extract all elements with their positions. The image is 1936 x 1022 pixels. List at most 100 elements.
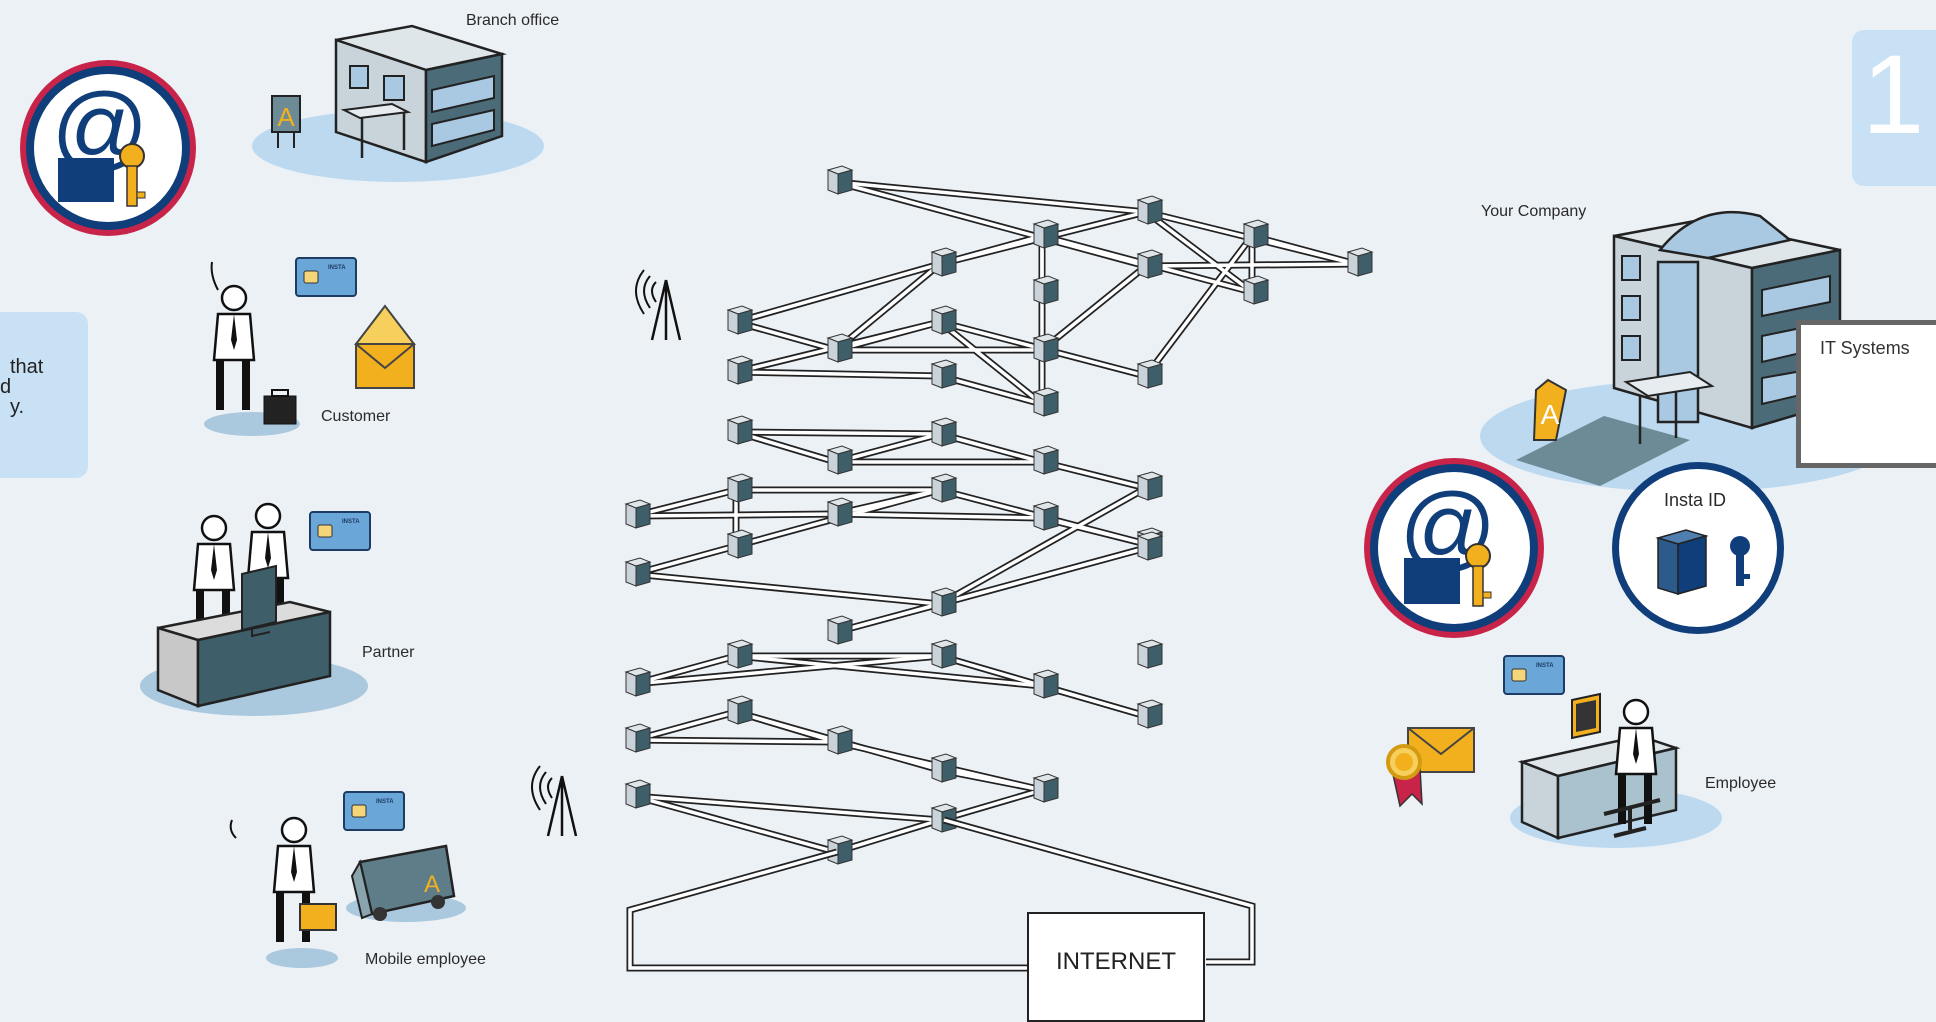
customer-label: Customer — [321, 408, 391, 425]
customer-figure — [204, 261, 300, 436]
network-link — [938, 768, 1044, 792]
network-link — [834, 180, 1148, 268]
step-number: 1 — [1862, 32, 1925, 157]
info-text-line: y. — [10, 396, 25, 418]
antenna-icon — [530, 764, 578, 838]
network-node — [625, 723, 651, 753]
employee-label: Employee — [1705, 775, 1777, 792]
network-link — [938, 432, 1044, 464]
network-node — [1137, 359, 1163, 389]
network-link — [632, 738, 838, 744]
network-node — [931, 305, 957, 335]
envelope-icon — [353, 304, 417, 389]
network-node — [827, 333, 853, 363]
network-node — [625, 557, 651, 587]
network-node — [625, 667, 651, 697]
info-callout-text: that d y. — [0, 357, 43, 417]
network-link — [834, 262, 942, 352]
antenna-icon — [634, 268, 682, 342]
branch-office-label: Branch office — [466, 12, 560, 29]
network-link — [632, 544, 738, 576]
network-node — [1033, 445, 1059, 475]
email-key-badge-icon: @ — [20, 60, 196, 236]
partner-figure — [140, 504, 368, 716]
network-node — [931, 587, 957, 617]
network-link — [938, 234, 1044, 266]
network-link — [1250, 234, 1358, 266]
network-node — [1033, 333, 1059, 363]
network-link — [834, 180, 1148, 214]
info-callout — [0, 312, 88, 478]
info-text-line: d — [0, 376, 12, 398]
network-link — [834, 546, 1148, 634]
network-link — [1040, 516, 1148, 546]
network-node — [1347, 247, 1373, 277]
svg-text:A: A — [277, 102, 295, 132]
network-node — [931, 473, 957, 503]
network-link — [632, 654, 942, 686]
network-node — [1243, 275, 1269, 305]
network-link — [632, 654, 738, 686]
network-node — [1033, 669, 1059, 699]
network-link — [632, 572, 942, 606]
network-node — [827, 165, 853, 195]
network-node — [727, 695, 753, 725]
svg-text:A: A — [1541, 399, 1560, 430]
network-node — [827, 497, 853, 527]
network-link — [1040, 684, 1148, 718]
your-company-label: Your Company — [1481, 203, 1587, 220]
partner-label: Partner — [362, 644, 415, 661]
network-node — [1243, 219, 1269, 249]
network-link — [632, 794, 942, 822]
smartcard-icon — [309, 511, 371, 551]
mobile-employee-label: Mobile employee — [365, 951, 486, 968]
network-node — [931, 359, 957, 389]
network-link — [632, 488, 738, 518]
network-node — [727, 529, 753, 559]
network-node — [1137, 195, 1163, 225]
smartcard-icon — [1503, 655, 1565, 695]
network-node — [1033, 773, 1059, 803]
smartcard-icon — [295, 257, 357, 297]
network-node — [727, 639, 753, 669]
insta-id-label: Insta ID — [1664, 490, 1727, 510]
network-node — [931, 803, 957, 833]
network-link — [938, 486, 1148, 606]
network-link — [734, 262, 942, 324]
network-node — [727, 305, 753, 335]
it-systems-panel — [1796, 320, 1936, 468]
network-node — [1137, 699, 1163, 729]
network-link — [834, 432, 942, 464]
network-links-inner — [632, 180, 1358, 854]
info-text-line: that — [10, 356, 44, 378]
step-badge — [1852, 30, 1936, 186]
network-link — [734, 654, 1044, 688]
branch-office-building: A — [252, 24, 544, 182]
mobile-employee-figure: A — [229, 818, 466, 968]
network-link — [1040, 460, 1148, 490]
certificate-envelope-icon — [1386, 727, 1475, 808]
svg-text:A: A — [424, 871, 440, 898]
network-link — [1144, 234, 1254, 378]
smartcard-icon — [343, 791, 405, 831]
network-node — [1033, 275, 1059, 305]
it-systems-label: IT Systems — [1820, 338, 1910, 358]
network-node — [827, 725, 853, 755]
internet-label: INTERNET — [1056, 948, 1176, 975]
network-link — [834, 512, 1044, 520]
network-node — [1033, 501, 1059, 531]
network-node — [827, 615, 853, 645]
network-link — [938, 788, 1044, 822]
network-link — [632, 710, 738, 742]
network-link — [734, 430, 838, 464]
network-link — [734, 370, 942, 378]
network-node — [1137, 471, 1163, 501]
employee-figure — [1510, 692, 1722, 848]
network-node — [625, 499, 651, 529]
network-node — [1137, 639, 1163, 669]
network-link — [938, 374, 1044, 406]
network-node — [727, 473, 753, 503]
network-node — [827, 445, 853, 475]
network-link — [1144, 210, 1254, 294]
